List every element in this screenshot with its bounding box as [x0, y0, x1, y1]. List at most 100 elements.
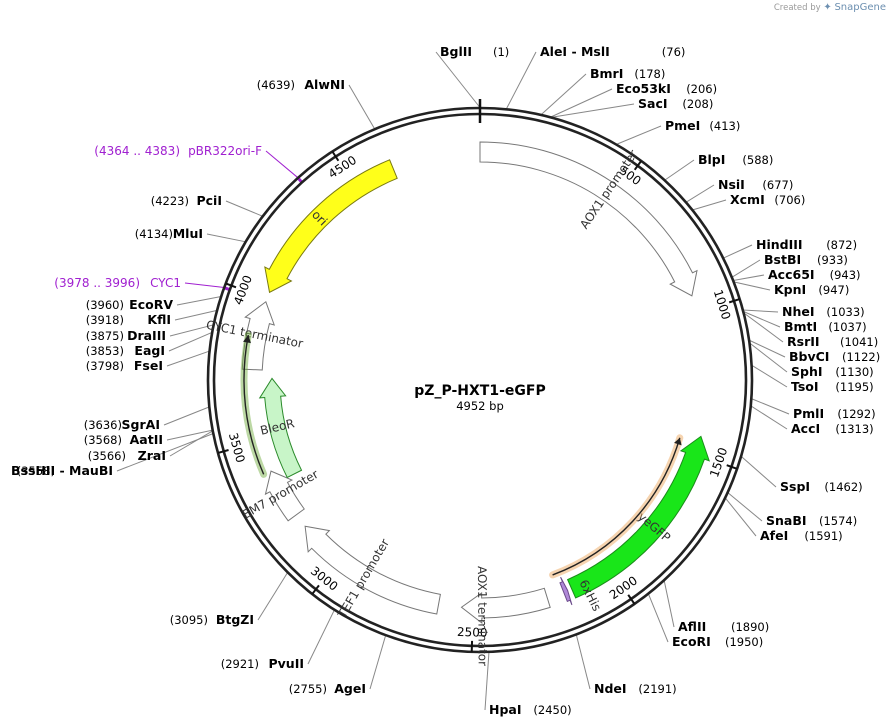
site-name: BmtI: [784, 319, 817, 334]
site-name: NsiI: [718, 177, 745, 192]
leader-eagi: [168, 331, 213, 352]
site-name: AatII: [130, 432, 163, 447]
site-name: PciI: [196, 193, 222, 208]
site-name: SacI: [638, 96, 668, 111]
leader-aatii: [166, 429, 213, 441]
site-position: (4223): [151, 194, 189, 208]
site-name: KpnI: [774, 282, 806, 297]
site-name: BglII: [440, 44, 472, 59]
site-kpni: KpnI(947): [774, 282, 849, 297]
site-position: (206): [686, 82, 717, 96]
snapgene-credit: Created by ✦ SnapGene: [774, 2, 886, 13]
site-sspi: SspI (1462): [780, 479, 863, 494]
tick-3500: [217, 449, 229, 454]
site-position: (1950): [725, 635, 763, 649]
site-name: DraIII: [127, 328, 166, 343]
leader-bstbi: [731, 259, 761, 278]
site-hpai: HpaI(2450): [489, 702, 572, 717]
site-mlui: MluI: [173, 226, 203, 241]
leader-nsii: [685, 184, 715, 203]
site-agei: AgeI: [334, 681, 366, 696]
leader-acc65i: [733, 274, 765, 282]
site-position: (2755): [289, 682, 327, 696]
leader-draiii: [169, 324, 214, 337]
site-position: (208): [682, 97, 713, 111]
leader-zrai: [169, 430, 214, 457]
leader-bbvci: [748, 339, 786, 358]
leader-agei: [369, 634, 387, 690]
site-name: AlwNI: [304, 77, 345, 92]
leader-acci: [750, 405, 788, 430]
site-position: (3636): [84, 418, 122, 432]
site-position: (2191): [638, 682, 676, 696]
site-name: SphI: [791, 364, 823, 379]
site-acc65i: Acc65I(943): [768, 267, 861, 282]
site-position: (2921): [221, 657, 259, 671]
leader-pmli: [751, 398, 790, 415]
feature-arrow-aox1-promoter: [479, 141, 698, 297]
feature-arrow-ori: [264, 159, 398, 294]
site-name: SnaBI: [766, 513, 807, 528]
orf-arc: [243, 334, 265, 475]
site-position: (588): [742, 153, 773, 167]
leader-bmri: [540, 73, 587, 116]
site-name: BstBI: [764, 252, 801, 267]
site-leaders: [116, 51, 790, 711]
feature-arrow-em7-promoter: [264, 470, 305, 522]
tick-label: 2500: [457, 625, 488, 640]
leader-tsoi: [751, 364, 788, 388]
leader-kpni: [733, 281, 771, 291]
leader-btgzi: [257, 572, 289, 621]
site-position: (3566): [88, 449, 126, 463]
site-position: (1130): [835, 365, 873, 379]
site-name: EagI: [134, 343, 165, 358]
primer-pbr322ori-f: (4364 .. 4383)pBR322ori-F: [94, 144, 262, 158]
site-position: (3960): [86, 298, 124, 312]
site-tsoi: TsoI(1195): [791, 379, 874, 394]
snapgene-logo-icon: ✦: [823, 2, 832, 13]
site-position: (1292): [837, 407, 875, 421]
leader-kfli: [174, 309, 218, 321]
site-name: TsoI: [791, 379, 819, 394]
site-draiii: DraIII: [127, 328, 166, 343]
leader-sphi: [749, 342, 788, 373]
center-label: pZ_P-HXT1-eGFP 4952 bp: [414, 383, 545, 413]
leader-sspi: [740, 455, 777, 488]
site-zrai: ZraI: [138, 448, 166, 463]
site-position: (3798): [86, 359, 124, 373]
site-afei: AfeI(1591): [760, 528, 843, 543]
site-name: BtgZI: [216, 612, 254, 627]
site-position: (3918): [86, 313, 124, 327]
site-bstbi: BstBI(933): [764, 252, 848, 267]
leader-alei-msli: [505, 51, 537, 110]
credit-prefix: Created by: [773, 3, 821, 13]
leader-nhei: [742, 309, 779, 313]
tick-1000: [728, 298, 740, 304]
site-name: AfeI: [760, 528, 788, 543]
tick-label: 3500: [226, 431, 248, 464]
leader-alwni: [348, 84, 376, 130]
primer-leader: [265, 150, 298, 178]
feature-arrow-bleor: [258, 377, 303, 479]
site-pcii: PciI: [196, 193, 222, 208]
site-name: SspI: [780, 479, 810, 494]
leader-ndei: [575, 634, 591, 690]
site-name: Eco53kI: [616, 81, 671, 96]
site-position: (1462): [824, 480, 862, 494]
site-name: SgrAI: [122, 417, 160, 432]
site-labels: BglII(1)AleI - MslI(76)BmrI(178)Eco53kI(…: [11, 44, 880, 717]
leader-bglii: [435, 51, 481, 109]
primer-range: (4364 .. 4383): [94, 144, 180, 158]
site-position: (1033): [826, 305, 864, 319]
leader-hpai: [484, 651, 490, 711]
site-position: (1): [493, 45, 509, 59]
leader-blpi: [664, 159, 695, 181]
tick-4000: [225, 282, 237, 289]
leader-snabi: [727, 492, 763, 522]
site-name: AleI - MslI: [540, 44, 610, 59]
site-eco53ki: Eco53kI (206): [616, 81, 717, 96]
leader-rsrii: [743, 312, 784, 343]
site-position: (706): [774, 193, 805, 207]
site-ndei: NdeI(2191): [594, 681, 677, 696]
